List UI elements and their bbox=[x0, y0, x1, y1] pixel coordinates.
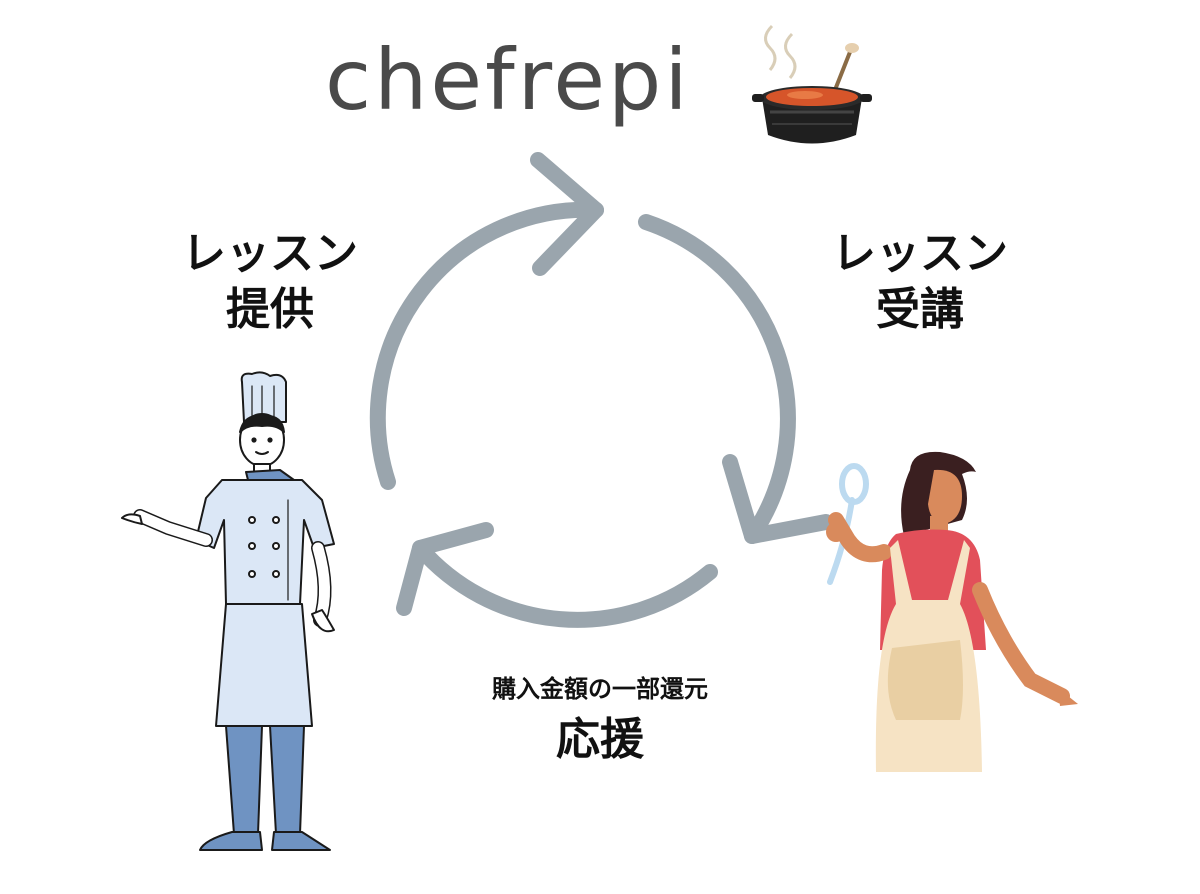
lesson-attend-line2: 受講 bbox=[876, 284, 964, 336]
cycle-arrow-left bbox=[369, 201, 604, 490]
cycle-arrow-right bbox=[638, 214, 796, 544]
lesson-provide-label: レッスン 提供 bbox=[160, 226, 380, 339]
logo-text: chefrepi bbox=[325, 31, 691, 129]
cycle-arrowhead-right bbox=[722, 454, 834, 544]
lesson-attend-line1: レッスン bbox=[832, 228, 1008, 279]
cycle-arrow-bottom bbox=[412, 540, 718, 628]
cycle-arrowhead-top bbox=[530, 152, 604, 276]
lesson-provide-line2: 提供 bbox=[226, 284, 314, 336]
lesson-attend-label: レッスン 受講 bbox=[810, 226, 1030, 339]
support-text: 応援 bbox=[556, 713, 644, 765]
support-label: 購入金額の一部還元 応援 bbox=[400, 673, 800, 768]
partial-refund-text: 購入金額の一部還元 bbox=[492, 675, 708, 703]
cycle-arrowhead-bottom bbox=[396, 522, 494, 616]
lesson-provide-line1: レッスン bbox=[182, 228, 358, 279]
